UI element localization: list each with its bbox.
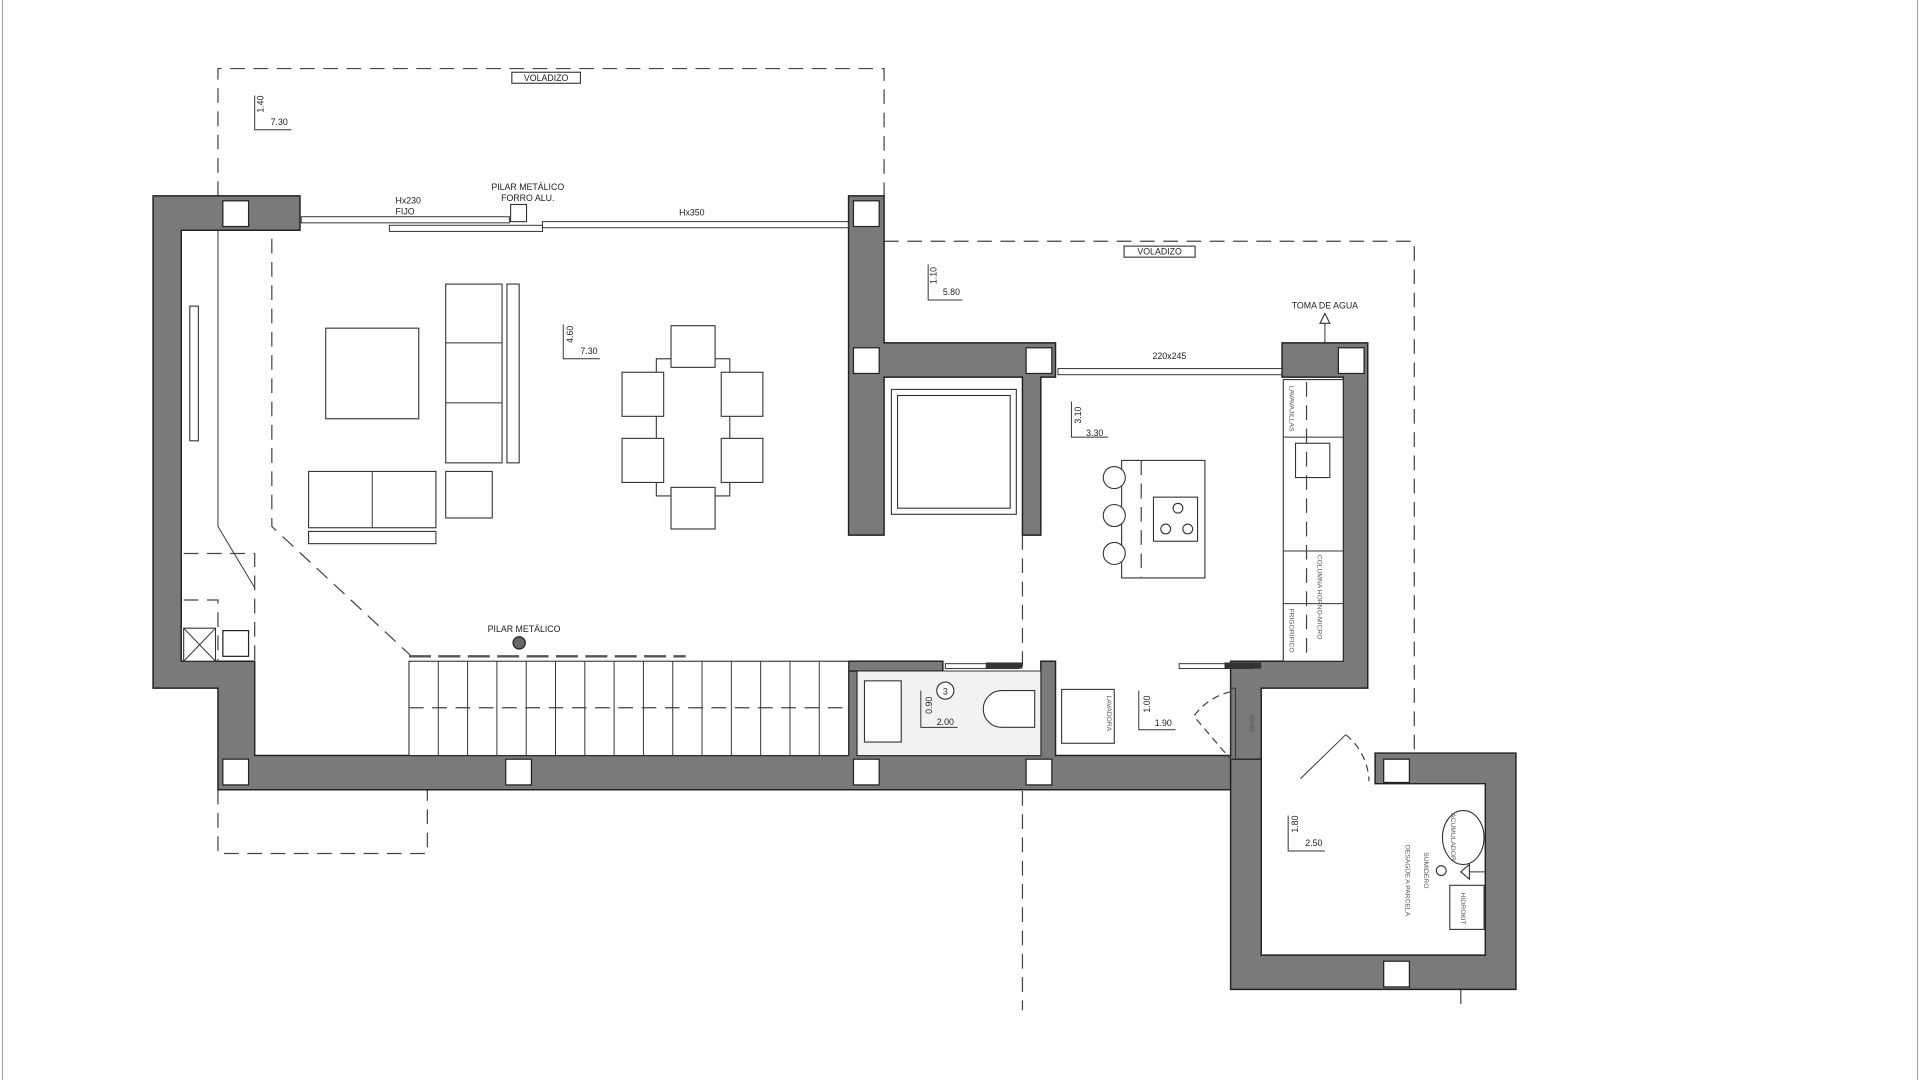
window-fixed-height: Hx230 — [396, 195, 422, 205]
walls — [152, 195, 1517, 991]
metal-pillar-label: PILAR METÁLICO — [488, 624, 561, 634]
toilet — [982, 690, 1036, 728]
terrace-north: VOLADIZO 1.40 7.30 — [217, 67, 885, 196]
north-windows: Hx230 FIJO PILAR METÁLICO FORRO ALU. Hx3… — [300, 182, 850, 232]
drain-icon — [1435, 865, 1447, 877]
living-depth: 4.60 — [565, 326, 575, 343]
room-number: 3 — [943, 686, 948, 696]
terrace-north-depth: 1.40 — [255, 95, 265, 112]
terrace-north-width: 7.30 — [271, 117, 288, 127]
washbasin — [863, 680, 902, 743]
bathroom: 3 0.90 2.00 — [856, 670, 1042, 756]
sofa — [445, 283, 520, 464]
water-tank-label: ACUMULADOR — [1449, 813, 1456, 861]
room-number-badge — [936, 681, 955, 700]
storage-width: 2.50 — [1305, 838, 1322, 848]
hidrokit-label: HIDROKIT — [1459, 893, 1466, 925]
laundry: LAVADORA 1.00 1.90 90x80 — [1061, 687, 1255, 760]
kitchen-width: 3.30 — [1086, 428, 1103, 438]
sliding-doors — [944, 662, 1262, 670]
kitchen-window-size: 220x245 — [1153, 351, 1187, 361]
terrace-south — [217, 789, 428, 855]
laundry-width: 1.90 — [1155, 718, 1172, 728]
water-inlet-icon — [1459, 863, 1470, 881]
terrace-east-depth: 1.10 — [929, 267, 939, 284]
kitchen-depth: 3.10 — [1073, 406, 1083, 423]
sink — [1294, 442, 1331, 479]
terrace-north-label: VOLADIZO — [524, 73, 569, 83]
rug — [325, 327, 420, 420]
structural-columns — [222, 200, 1410, 988]
storage-depth: 1.80 — [1290, 815, 1300, 832]
washing-machine-label: LAVADORA — [1105, 696, 1112, 732]
washing-machine — [1061, 688, 1115, 744]
fireplace — [890, 388, 1017, 515]
drain-label-1: SUMIDERO — [1422, 852, 1429, 888]
kitchen: 220x245 TOMA DE AGUA 3.10 3.30 LAVAVAJIL… — [1057, 301, 1358, 662]
water-intake-label: TOMA DE AGUA — [1292, 301, 1358, 311]
living-room: 4.60 7.30 PILAR METÁLICO — [183, 230, 764, 662]
cabinet-fridge: FRIGORÍFICO — [1287, 609, 1296, 653]
staircase — [408, 655, 850, 757]
laundry-depth: 1.00 — [1142, 695, 1152, 712]
drain-label-2: DESAGÜE A PARCELA — [1404, 845, 1412, 917]
window-sliding-height: Hx350 — [679, 208, 705, 218]
cabinet-dishwasher: LAVAVAJILLAS — [1287, 386, 1294, 432]
dining-table — [621, 325, 764, 530]
cabinet-oven-column: COLUMNA HORNO-MICRO — [1316, 555, 1323, 640]
window-fixed-type: FIJO — [396, 206, 415, 216]
pillar-clad-line1: PILAR METÁLICO — [491, 182, 564, 192]
pillar-clad-line2: FORRO ALU. — [501, 193, 554, 203]
water-tank — [1441, 810, 1485, 866]
terrace-east-width: 5.80 — [943, 287, 960, 297]
metal-pillar — [512, 636, 526, 650]
door-size: 90x80 — [1248, 714, 1255, 733]
terrace-east-label: VOLADIZO — [1137, 247, 1182, 257]
living-width: 7.30 — [580, 346, 597, 356]
kitchen-counter — [1282, 379, 1344, 662]
hidrokit-unit — [1449, 884, 1485, 930]
bathroom-depth: 0.90 — [924, 697, 934, 714]
storage-room: 1.80 2.50 ACUMULADOR SUMIDERO DESAGÜE A … — [1287, 734, 1486, 930]
bathroom-width: 2.00 — [937, 717, 954, 727]
